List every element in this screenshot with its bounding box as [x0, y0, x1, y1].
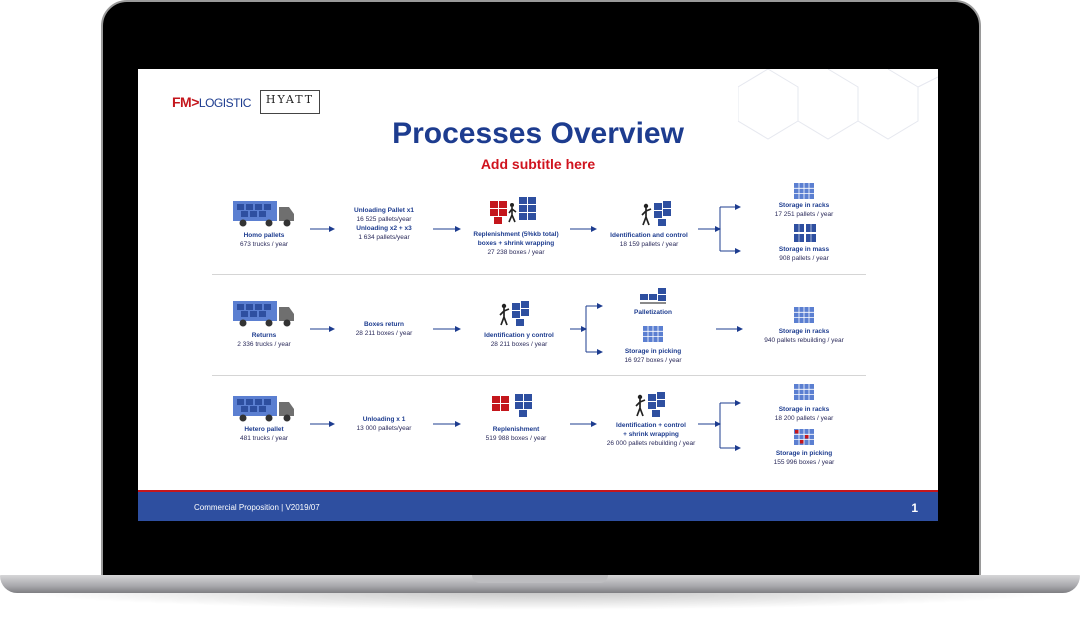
truck-icon: [233, 201, 294, 227]
truck-icon: [233, 301, 294, 327]
slide-footer: Commercial Proposition | V2019/07 1: [138, 490, 938, 521]
picking-rack-icon: [794, 429, 814, 445]
worker-scanning-icon: [641, 201, 671, 226]
row-divider: [212, 274, 866, 275]
laptop-base: [0, 575, 1080, 593]
rack-icon: [794, 307, 814, 323]
rack-icon: [794, 384, 814, 400]
page-subtitle: Add subtitle here: [480, 156, 596, 172]
mass-storage-icon: [794, 224, 816, 242]
worker-scanning-icon: [635, 392, 665, 417]
flow-arrows: [310, 204, 743, 451]
rack-icon: [794, 183, 814, 199]
boxes-worker-icon: [490, 197, 536, 224]
row3-identification: Identification + control+ shrink wrappin…: [606, 422, 696, 447]
worker-scanning-icon: [499, 301, 529, 326]
row1-replenishment: Replenishment (5%kb total)boxes + shrink…: [473, 231, 559, 256]
row2-palletization: Palletization: [634, 309, 672, 316]
laptop-base-notch: [472, 575, 608, 583]
boxes-icon: [492, 394, 532, 417]
hyatt-logo: HYATT: [260, 90, 320, 114]
palletization-icon: [640, 288, 666, 304]
slide: FM>LOGISTIC HYATT Processes Overview Add…: [138, 69, 938, 521]
hexagon-pattern-icon: [738, 69, 938, 140]
row-divider: [212, 375, 866, 376]
footer-text: Commercial Proposition | V2019/07: [194, 503, 320, 512]
truck-icon: [233, 396, 294, 422]
rack-icon: [643, 326, 663, 342]
page-title: Processes Overview: [392, 117, 684, 150]
fm-logistic-logo: FM>LOGISTIC: [172, 94, 251, 110]
page-number: 1: [911, 501, 918, 515]
